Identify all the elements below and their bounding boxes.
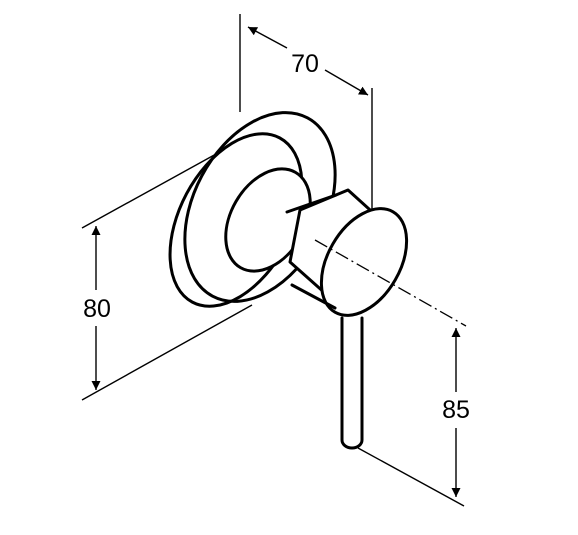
dimension-lever-label: 85 — [442, 396, 470, 424]
lever — [340, 316, 364, 450]
dimension-height-label: 80 — [83, 295, 111, 323]
dimension-width-label: 70 — [291, 50, 319, 78]
center-axis — [314, 239, 467, 327]
handle-cylinder — [285, 188, 409, 317]
dimension-height: 80 — [83, 226, 111, 390]
dimension-lever: 85 — [442, 328, 470, 497]
dimension-width: 70 — [247, 26, 369, 96]
